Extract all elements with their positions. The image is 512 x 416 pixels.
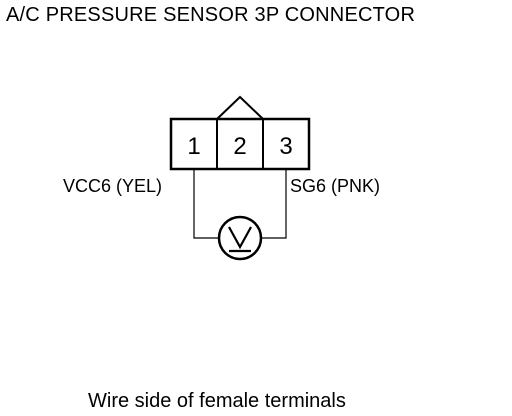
wire-label-sg6: SG6 (PNK) <box>290 176 381 196</box>
page-title: A/C PRESSURE SENSOR 3P CONNECTOR <box>6 4 416 26</box>
connector-lock-tab <box>216 95 264 120</box>
voltmeter-icon <box>217 215 263 261</box>
connector-body <box>169 117 311 171</box>
pin-2-label: 2 <box>233 133 246 160</box>
pin-1-label: 1 <box>187 133 200 160</box>
wire-label-vcc6: VCC6 (YEL) <box>63 176 163 196</box>
pin-3-label: 3 <box>279 133 292 160</box>
probe-wire-pin-1 <box>193 169 218 239</box>
view-caption: Wire side of female terminals <box>88 390 346 412</box>
probe-wire-pin-3 <box>262 169 287 239</box>
